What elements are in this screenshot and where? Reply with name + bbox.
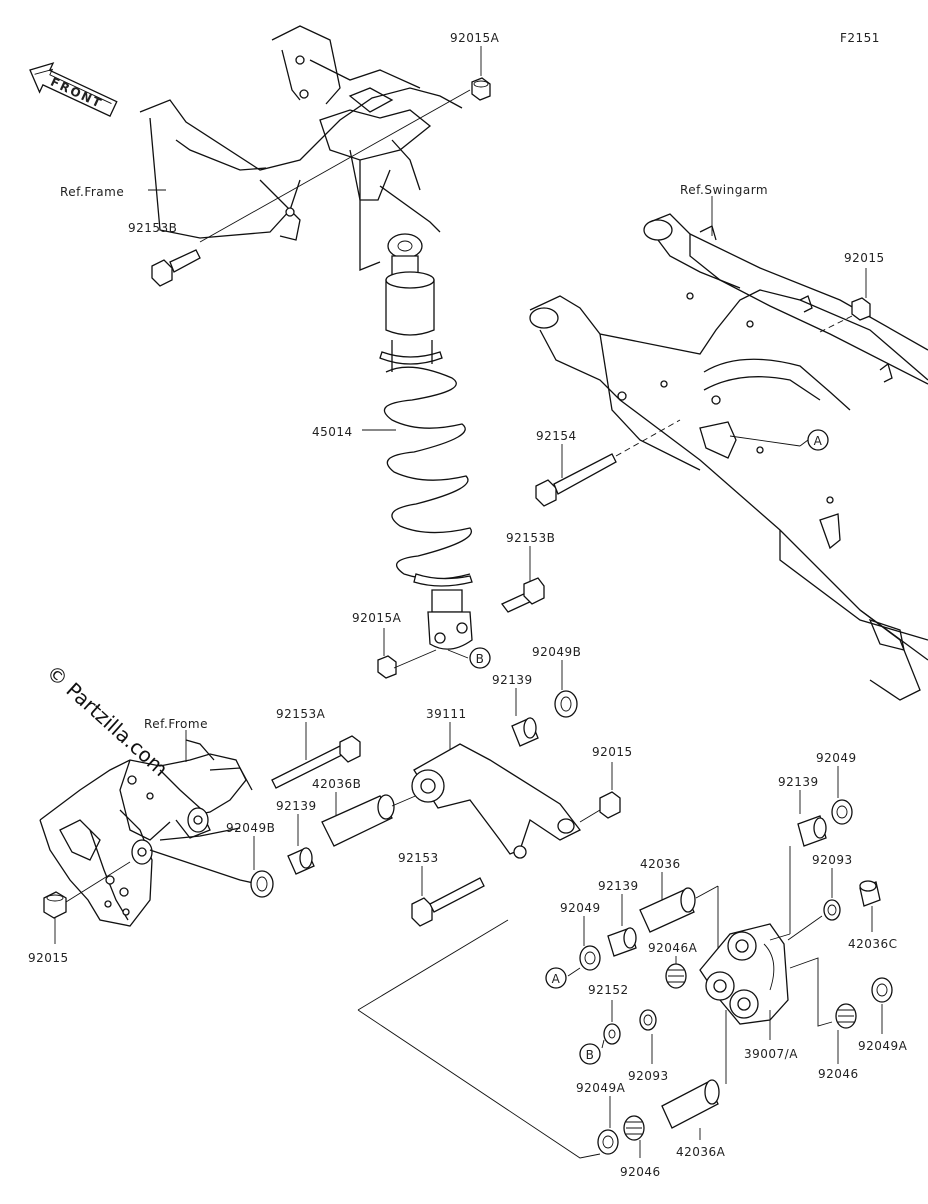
nut-92015-left: [43, 891, 67, 919]
label-92046-bottom: 92046: [620, 1165, 661, 1179]
bolt-92153b-top: [151, 249, 201, 287]
washer-92049a-r: [871, 977, 893, 1003]
nut-92015a-mid: [377, 655, 397, 679]
nut-92015-swingarm: [851, 297, 871, 321]
label-ref-swingarm: Ref.Swingarm: [680, 183, 768, 197]
callout-a-bottom: A: [545, 967, 567, 989]
nut-92015-mid: [599, 791, 621, 819]
sleeve-92139-a: [511, 717, 539, 747]
label-42036: 42036: [640, 857, 681, 871]
shock-absorber-45014: [379, 233, 473, 650]
label-92015a-mid: 92015A: [352, 611, 402, 625]
sleeve-92139-b: [287, 847, 315, 875]
label-92046-r: 92046: [818, 1067, 859, 1081]
label-92139-b: 92139: [276, 799, 317, 813]
frame-lower-left-drawing: [39, 739, 259, 927]
callout-b-bottom: B: [579, 1043, 601, 1065]
callout-a-swingarm: A: [807, 429, 829, 451]
label-92049a-bottom: 92049A: [576, 1081, 626, 1095]
rocker-39007a: [699, 923, 789, 1025]
bolt-92153a: [271, 735, 361, 789]
label-92015a-top: 92015A: [450, 31, 500, 45]
swingarm-drawing: [529, 213, 928, 701]
label-92139-r: 92139: [778, 775, 819, 789]
label-92139-c: 92139: [598, 879, 639, 893]
label-92049b-mid: 92049B: [532, 645, 581, 659]
label-92049-r: 92049: [816, 751, 857, 765]
part-labels: 92015A Ref.Frame 92153B Ref.Swingarm 920…: [28, 31, 908, 1179]
sleeve-92139-r: [797, 815, 827, 847]
bearing-92046-bottom: [623, 1115, 645, 1141]
bushing-42036: [639, 887, 696, 933]
label-92152: 92152: [588, 983, 629, 997]
bearing-92046-r: [835, 1003, 857, 1029]
washer-92049-c: [579, 945, 601, 971]
label-92153b-mid: 92153B: [506, 531, 555, 545]
front-arrow-icon: FRONT: [29, 62, 118, 117]
washer-92152: [603, 1023, 621, 1045]
washer-92049b-mid: [554, 690, 578, 718]
bolt-92153b-mid: [500, 577, 545, 613]
label-92015-swingarm: 92015: [844, 251, 885, 265]
label-42036c: 42036C: [848, 937, 898, 951]
label-42036b: 42036B: [312, 777, 361, 791]
figure-code: F2151: [840, 31, 880, 45]
label-39111: 39111: [426, 707, 467, 721]
label-92046a: 92046A: [648, 941, 698, 955]
washer-92049a-bottom: [597, 1129, 619, 1155]
label-42036a: 42036A: [676, 1145, 726, 1159]
label-92015-left: 92015: [28, 951, 69, 965]
bolt-92153: [411, 877, 485, 927]
frame-top-drawing: [139, 25, 471, 271]
label-92153: 92153: [398, 851, 439, 865]
svg-text:A: A: [814, 434, 823, 448]
washer-92049-r: [831, 799, 853, 825]
bushing-42036b: [321, 794, 395, 847]
washer-92049b-left: [250, 870, 274, 898]
label-ref-frame: Ref.Frame: [60, 185, 124, 199]
bearing-92046a: [665, 963, 687, 989]
seal-92093-center: [639, 1009, 657, 1031]
label-39007a: 39007/A: [744, 1047, 798, 1061]
seal-92093-r: [823, 899, 841, 921]
label-92015-mid: 92015: [592, 745, 633, 759]
label-92093-center: 92093: [628, 1069, 669, 1083]
collar-42036c: [859, 880, 881, 907]
svg-text:B: B: [476, 652, 485, 666]
svg-text:A: A: [552, 972, 561, 986]
label-92139-a: 92139: [492, 673, 533, 687]
bolt-92154: [535, 453, 617, 507]
callout-b-shock: B: [469, 647, 491, 669]
sleeve-92139-c: [607, 927, 637, 957]
label-92093-r: 92093: [812, 853, 853, 867]
label-ref-frome: Ref.Frome: [144, 717, 208, 731]
label-45014: 45014: [312, 425, 353, 439]
label-92153a: 92153A: [276, 707, 326, 721]
label-92049a-r: 92049A: [858, 1039, 908, 1053]
label-92153b-top: 92153B: [128, 221, 177, 235]
link-39111: [411, 743, 581, 859]
label-92154: 92154: [536, 429, 577, 443]
bushing-42036a: [661, 1079, 720, 1129]
label-92049-c: 92049: [560, 901, 601, 915]
label-92049b-left: 92049B: [226, 821, 275, 835]
svg-text:B: B: [586, 1048, 595, 1062]
nut-92015a-top: [471, 77, 491, 101]
